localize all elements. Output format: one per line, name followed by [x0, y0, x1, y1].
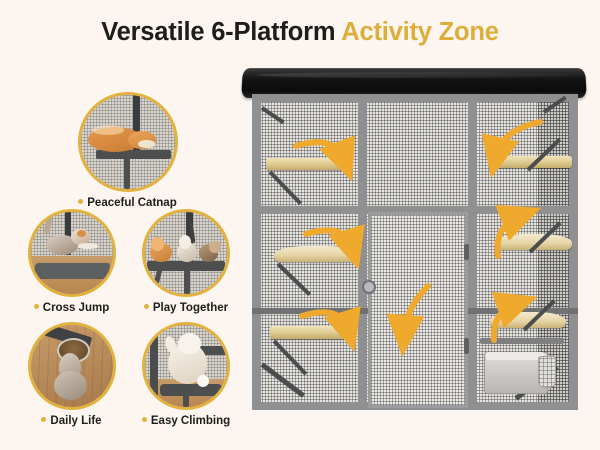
- feature-thumbnail-daily-life: [27, 322, 116, 410]
- feature-label: Peaceful Catnap: [75, 197, 180, 209]
- feature-label: Cross Jump: [24, 302, 119, 314]
- feature-item-daily-life[interactable]: Daily Life: [24, 322, 119, 427]
- feature-thumbnail-cross-jump: [27, 209, 116, 297]
- post-left-outer: [252, 94, 261, 410]
- door-hinge-top: [464, 244, 469, 260]
- rail-top: [252, 94, 578, 102]
- litter-box-rim: [486, 352, 544, 360]
- feature-thumbnail-peaceful-catnap: [77, 92, 178, 192]
- shelf-above-litter: [480, 338, 564, 344]
- post-left-inner: [358, 94, 367, 410]
- feature-label: Easy Climbing: [131, 415, 241, 427]
- bullet-dot-icon: [141, 417, 147, 423]
- feature-item-cross-jump[interactable]: Cross Jump: [24, 209, 119, 314]
- page-title: Versatile 6-Platform Activity Zone: [0, 18, 600, 47]
- litter-scoop: [538, 356, 556, 388]
- page-title-primary: Versatile 6-Platform: [101, 18, 336, 46]
- feature-item-play-together[interactable]: Play Together: [131, 209, 241, 314]
- feature-thumbnail-easy-climbing: [142, 322, 230, 410]
- page-title-accent: Activity Zone: [341, 18, 499, 46]
- platform-left-middle: [274, 246, 358, 262]
- feature-thumbnail-play-together: [142, 209, 230, 297]
- post-right-inner: [468, 94, 477, 410]
- feature-item-easy-climbing[interactable]: Easy Climbing: [131, 322, 241, 427]
- cage-structure: [252, 94, 578, 412]
- feature-label: Daily Life: [24, 415, 119, 427]
- feature-item-peaceful-catnap[interactable]: Peaceful Catnap: [75, 92, 180, 209]
- rail-middle: [252, 206, 578, 214]
- bullet-dot-icon: [33, 304, 39, 310]
- platform-left-bottom: [270, 326, 354, 339]
- platform-left-top: [266, 158, 350, 170]
- post-right-outer: [569, 94, 578, 410]
- feature-label: Play Together: [131, 302, 241, 314]
- bullet-dot-icon: [78, 199, 84, 205]
- bullet-dot-icon: [143, 304, 149, 310]
- bullet-dot-icon: [41, 417, 47, 423]
- product-image: [236, 60, 596, 440]
- door-hinge-bottom: [464, 338, 469, 354]
- door-handle[interactable]: [362, 280, 376, 294]
- cage-door[interactable]: [368, 212, 468, 408]
- feature-list: Peaceful Catnap: [0, 72, 250, 432]
